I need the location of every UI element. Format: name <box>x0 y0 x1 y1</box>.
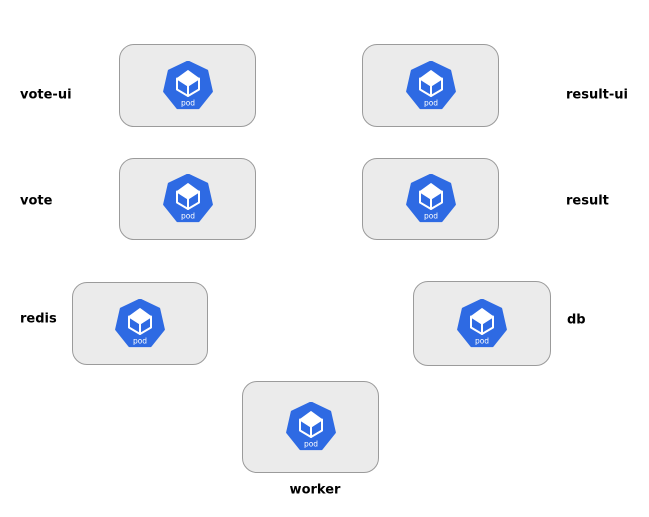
pod-label-vote-ui: vote-ui <box>20 87 72 103</box>
pod-label-redis: redis <box>20 311 57 327</box>
pod-box-redis[interactable]: pod <box>72 282 208 365</box>
kubernetes-pod-icon: pod <box>457 298 507 347</box>
kubernetes-pod-icon: pod <box>405 60 456 109</box>
pod-icon-text: pod <box>180 212 194 221</box>
pod-label-vote: vote <box>20 193 53 209</box>
pod-box-result-ui[interactable]: pod <box>362 44 499 127</box>
kubernetes-pod-icon: pod <box>405 174 456 223</box>
pod-label-worker: worker <box>289 482 341 498</box>
kubernetes-pod-icon: pod <box>162 174 213 223</box>
pod-icon-text: pod <box>180 98 194 107</box>
pod-box-vote-ui[interactable]: pod <box>119 44 256 127</box>
pod-icon-text: pod <box>303 440 317 449</box>
pod-label-db: db <box>567 312 586 328</box>
pod-label-result: result <box>566 193 609 209</box>
pod-box-result[interactable]: pod <box>362 158 499 240</box>
pod-box-worker[interactable]: pod <box>242 381 379 473</box>
pod-icon-text: pod <box>133 336 147 345</box>
pod-box-db[interactable]: pod <box>413 281 551 366</box>
pod-label-result-ui: result-ui <box>566 87 628 103</box>
kubernetes-pod-icon: pod <box>162 60 213 109</box>
kubernetes-pod-icon: pod <box>115 298 165 347</box>
pod-box-vote[interactable]: pod <box>119 158 256 240</box>
pod-icon-text: pod <box>423 212 437 221</box>
pod-icon-text: pod <box>423 98 437 107</box>
kubernetes-pod-icon: pod <box>285 402 336 451</box>
pod-icon-text: pod <box>475 336 489 345</box>
